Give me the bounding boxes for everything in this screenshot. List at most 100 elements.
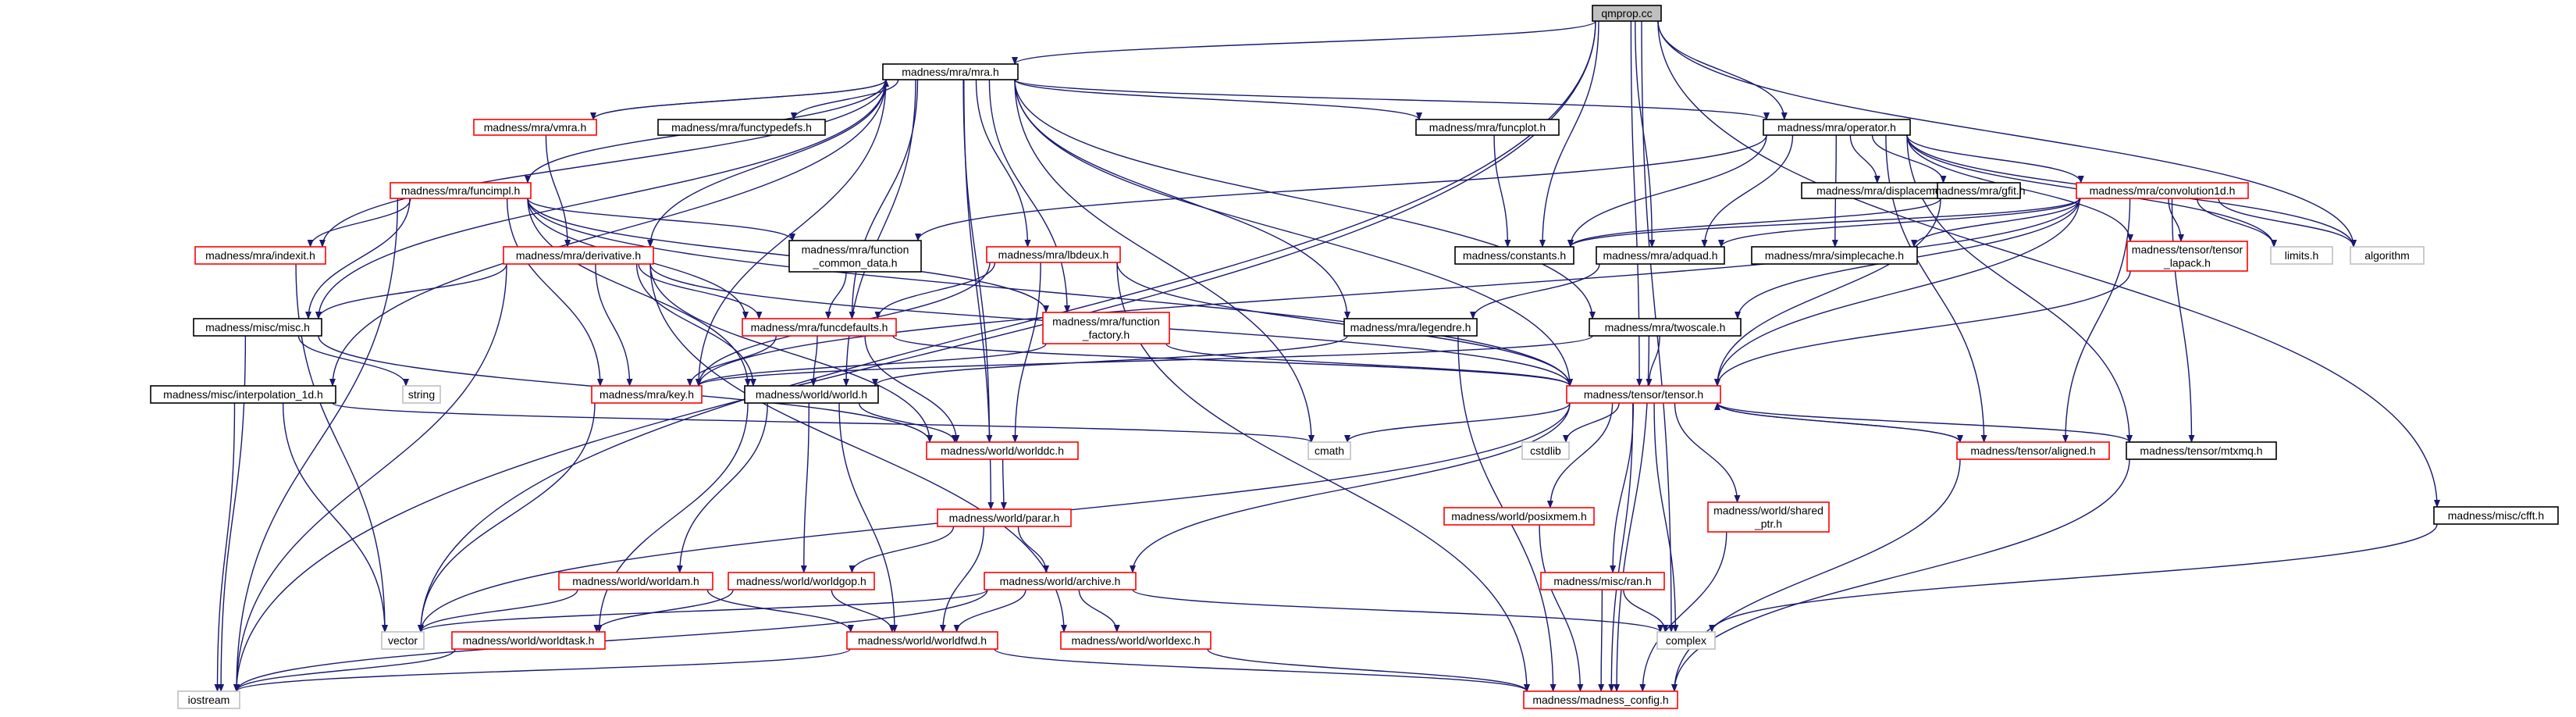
node-box <box>1751 246 1918 265</box>
edge-convolution1d-to-limits <box>2196 198 2277 248</box>
node-parar[interactable]: madness/world/parar.h <box>937 508 1072 527</box>
node-label: madness/world/worldtask.h <box>463 634 595 647</box>
edge-archive-to-complex <box>1132 589 1663 633</box>
node-box <box>882 63 1019 80</box>
node-label: madness/mra/twoscale.h <box>1605 321 1726 334</box>
node-box <box>1343 318 1478 337</box>
node-misc[interactable]: madness/misc/misc.h <box>193 318 322 337</box>
node-box <box>1956 441 2110 460</box>
node-box <box>788 240 922 273</box>
node-ran[interactable]: madness/misc/ran.h <box>1540 572 1665 590</box>
node-key[interactable]: madness/mra/key.h <box>591 385 703 404</box>
edge-tensor-to-ran <box>1610 402 1635 573</box>
edge-operator-to-mtxmq <box>1906 134 2133 443</box>
node-worlddc[interactable]: madness/world/worlddc.h <box>926 441 1079 460</box>
edge-vmra-to-derivative <box>545 134 571 248</box>
edge-mra-to-worlddc <box>962 79 993 443</box>
edge-convolution1d-to-aligned <box>2062 198 2131 443</box>
node-madness-config[interactable]: madness/madness_config.h <box>1523 690 1678 709</box>
node-derivative[interactable]: madness/mra/derivative.h <box>503 246 654 265</box>
node-funcplot[interactable]: madness/mra/funcplot.h <box>1415 119 1560 136</box>
node-operator[interactable]: madness/mra/operator.h <box>1763 119 1911 136</box>
node-archive[interactable]: madness/world/archive.h <box>984 572 1137 590</box>
edge-worldgop-to-worldfwd <box>831 589 895 633</box>
node-shared-ptr[interactable]: madness/world/shared_ptr.h <box>1707 501 1830 533</box>
node-box <box>402 385 441 404</box>
edge-mra-to-function-factory <box>988 79 1071 313</box>
node-displacements[interactable]: madness/mra/displacements.h <box>1801 182 1980 199</box>
node-label: _lapack.h <box>2163 257 2211 269</box>
edge-twoscale-to-key <box>696 335 1593 387</box>
edge-funcimpl-to-key <box>506 198 603 387</box>
node-box <box>1523 690 1678 709</box>
node-box <box>1592 5 1662 22</box>
node-box <box>193 318 322 337</box>
edge-convolution1d-to-key <box>696 198 2080 387</box>
node-legendre[interactable]: madness/mra/legendre.h <box>1343 318 1478 337</box>
node-simplecache[interactable]: madness/mra/simplecache.h <box>1751 246 1918 265</box>
node-box <box>1596 246 1725 265</box>
node-tensor-lapack[interactable]: madness/tensor/tensor_lapack.h <box>2126 241 2248 272</box>
edge-parar-to-archive <box>1017 526 1050 573</box>
node-lbdeux[interactable]: madness/mra/lbdeux.h <box>986 246 1121 263</box>
node-box <box>846 631 998 650</box>
node-label: madness/mra/mra.h <box>902 66 998 78</box>
edge-archive-to-iostream <box>233 589 988 692</box>
edge-convolution1d-to-tensor-lapack <box>2168 198 2184 242</box>
node-funcimpl[interactable]: madness/mra/funcimpl.h <box>390 182 532 199</box>
edge-function-factory-to-tensor <box>1165 343 1573 387</box>
node-mtxmq[interactable]: madness/tensor/mtxmq.h <box>2126 441 2277 460</box>
edge-tensor-to-complex <box>1653 402 1679 633</box>
node-label: madness/mra/legendre.h <box>1350 321 1471 334</box>
edge-world-to-worldfwd <box>838 402 898 633</box>
node-adquad[interactable]: madness/mra/adquad.h <box>1596 246 1725 265</box>
node-worldfwd[interactable]: madness/world/worldfwd.h <box>846 631 998 650</box>
edge-worldgop-to-worldtask <box>593 589 734 633</box>
edge-tensor-lapack-to-tensor <box>1714 270 2131 387</box>
node-funcdefaults[interactable]: madness/mra/funcdefaults.h <box>742 318 897 337</box>
node-box <box>1937 182 2021 199</box>
node-indexit[interactable]: madness/mra/indexit.h <box>194 246 326 265</box>
node-posixmem[interactable]: madness/world/posixmem.h <box>1443 507 1595 526</box>
edge-operator-to-adquad <box>1701 134 1794 248</box>
node-label: madness/mra/funcdefaults.h <box>751 321 888 334</box>
node-worldexc[interactable]: madness/world/worldexc.h <box>1060 631 1212 650</box>
node-algorithm: algorithm <box>2350 246 2425 265</box>
edge-tensor-to-cmath <box>1344 402 1571 443</box>
node-world[interactable]: madness/world/world.h <box>744 385 879 404</box>
node-box <box>591 385 703 404</box>
node-worldam[interactable]: madness/world/worldam.h <box>558 572 713 590</box>
node-box <box>2126 241 2248 272</box>
node-label: madness/constants.h <box>1463 249 1566 262</box>
node-aligned[interactable]: madness/tensor/aligned.h <box>1956 441 2110 460</box>
edge-ran-to-complex <box>1623 589 1669 633</box>
node-box <box>1042 312 1170 344</box>
edge-derivative-to-worldexc <box>649 263 1067 633</box>
node-functypedefs[interactable]: madness/mra/functypedefs.h <box>657 119 826 136</box>
node-label: madness/tensor/mtxmq.h <box>2140 444 2262 457</box>
edge-qmprop-to-mra <box>1012 20 1596 65</box>
node-vmra[interactable]: madness/mra/vmra.h <box>473 119 597 136</box>
edge-gfit-to-tensor <box>1714 198 1941 387</box>
edge-operator-to-aligned <box>1885 134 1987 443</box>
node-gfit[interactable]: madness/mra/gfit.h <box>1932 182 2026 199</box>
node-label: qmprop.cc <box>1601 7 1652 20</box>
node-twoscale[interactable]: madness/mra/twoscale.h <box>1589 318 1742 337</box>
node-convolution1d[interactable]: madness/mra/convolution1d.h <box>2076 182 2249 199</box>
edge-aligned-to-tensor <box>1714 402 1961 443</box>
edge-tensor-to-madness-config <box>1608 402 1634 692</box>
node-worldtask[interactable]: madness/world/worldtask.h <box>451 631 606 650</box>
node-cfft[interactable]: madness/misc/cfft.h <box>2433 506 2559 525</box>
edge-world-to-worldam <box>676 402 768 573</box>
edge-convolution1d-to-algorithm <box>2218 198 2357 248</box>
node-mra[interactable]: madness/mra/mra.h <box>882 63 1019 80</box>
node-tensor[interactable]: madness/tensor/tensor.h <box>1566 385 1721 404</box>
node-function-common-data[interactable]: madness/mra/function_common_data.h <box>788 240 922 273</box>
node-label: madness/mra/displacements.h <box>1816 184 1965 197</box>
node-worldgop[interactable]: madness/world/worldgop.h <box>728 572 875 590</box>
edge-mra-to-derivative <box>647 79 887 248</box>
node-interpolation[interactable]: madness/misc/interpolation_1d.h <box>150 385 336 404</box>
node-qmprop[interactable]: qmprop.cc <box>1592 5 1662 22</box>
node-constants[interactable]: madness/constants.h <box>1454 246 1574 265</box>
node-function-factory[interactable]: madness/mra/function_factory.h <box>1042 312 1170 344</box>
